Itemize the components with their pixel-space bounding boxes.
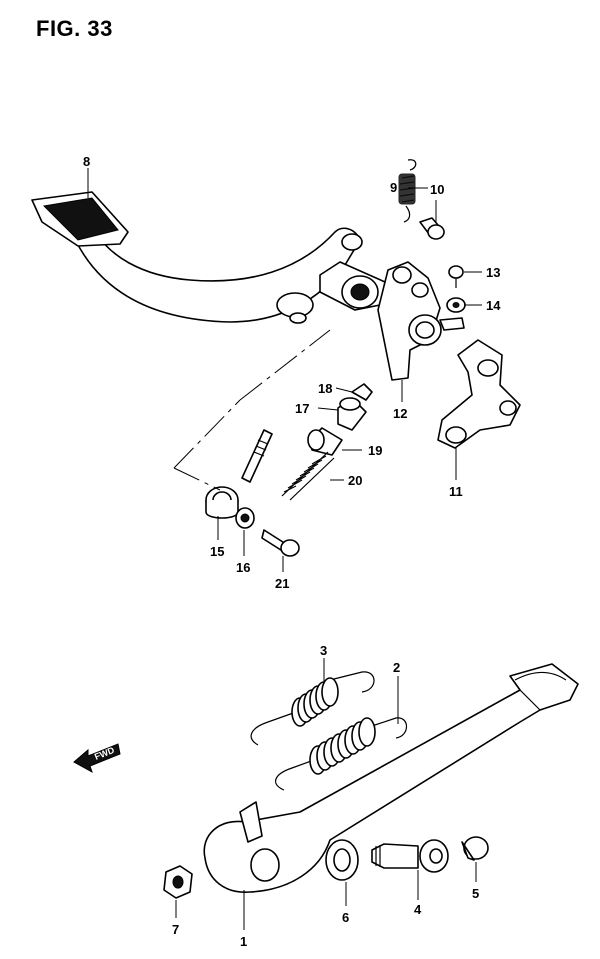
washer-14 bbox=[439, 297, 466, 331]
pedal-tread-pattern bbox=[42, 197, 119, 241]
callout-8: 8 bbox=[83, 154, 90, 169]
spring-20 bbox=[281, 451, 335, 501]
callout-10: 10 bbox=[430, 182, 444, 197]
bracket-12 bbox=[377, 261, 442, 381]
callout-19: 19 bbox=[368, 443, 382, 458]
callout-4: 4 bbox=[414, 902, 422, 917]
washer-16 bbox=[235, 507, 255, 529]
screw-13 bbox=[448, 265, 464, 288]
callout-13: 13 bbox=[486, 265, 500, 280]
bolt-10 bbox=[419, 217, 445, 240]
washer-6 bbox=[325, 839, 359, 881]
callout-7: 7 bbox=[172, 922, 179, 937]
bracket-11 bbox=[437, 339, 521, 449]
nut-7 bbox=[163, 865, 193, 899]
phantom-line-1 bbox=[173, 399, 241, 491]
callout-numbers: 8 9 10 13 14 18 17 12 19 20 11 15 16 21 … bbox=[83, 154, 501, 949]
callout-18: 18 bbox=[318, 381, 332, 396]
callout-1: 1 bbox=[240, 934, 247, 949]
callout-12: 12 bbox=[393, 406, 407, 421]
callout-16: 16 bbox=[236, 560, 250, 575]
bolt-4 bbox=[371, 839, 449, 873]
callout-3: 3 bbox=[320, 643, 327, 658]
brake-pedal-arm bbox=[31, 191, 386, 324]
bushing-19 bbox=[307, 427, 343, 456]
phantom-line-2 bbox=[239, 329, 331, 401]
nut-15 bbox=[205, 486, 239, 519]
collar-17 bbox=[337, 397, 367, 431]
callout-15: 15 bbox=[210, 544, 224, 559]
leader-lines bbox=[87, 168, 482, 930]
bolt-21 bbox=[261, 529, 300, 557]
callout-11: 11 bbox=[449, 484, 463, 499]
callout-21: 21 bbox=[275, 576, 289, 591]
spring-9 bbox=[398, 159, 417, 223]
callout-14: 14 bbox=[486, 298, 501, 313]
callout-20: 20 bbox=[348, 473, 362, 488]
spring-3 bbox=[250, 671, 375, 746]
cap-5 bbox=[461, 836, 489, 861]
fwd-arrow-icon: FWD bbox=[73, 743, 121, 774]
pivot-bolt bbox=[241, 429, 273, 483]
callout-5: 5 bbox=[472, 886, 479, 901]
figure-title: FIG. 33 bbox=[36, 16, 113, 41]
spring-2 bbox=[275, 717, 408, 791]
callout-17: 17 bbox=[295, 401, 309, 416]
callout-9: 9 bbox=[390, 180, 397, 195]
cap-18 bbox=[351, 383, 373, 401]
side-stand-1 bbox=[203, 663, 579, 893]
callout-6: 6 bbox=[342, 910, 349, 925]
callout-2: 2 bbox=[393, 660, 400, 675]
